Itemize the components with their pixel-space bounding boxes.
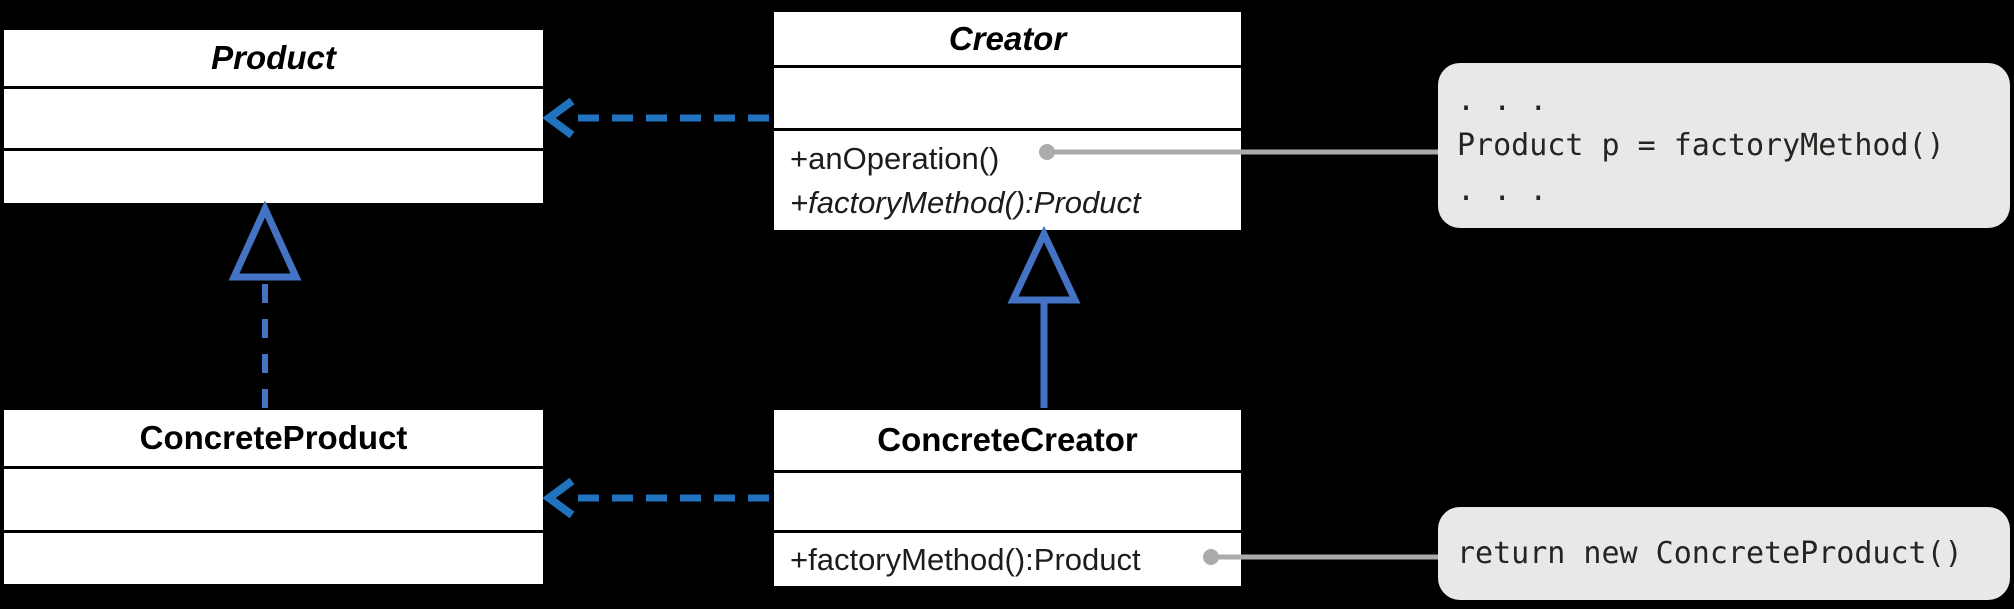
generalization-arrow-concrete-creator-to-creator [1007, 225, 1081, 408]
methods-compartment-concrete-product [4, 530, 543, 584]
code-note-creator-line3: . . . [1457, 173, 1548, 208]
class-title-product: Product [211, 39, 336, 76]
class-box-concrete-product: ConcreteProduct [1, 407, 546, 587]
attributes-compartment-concrete-creator [774, 470, 1241, 530]
method-anoperation: +anOperation() [790, 140, 1000, 176]
class-title-creator: Creator [948, 19, 1067, 57]
class-box-creator: Creator +anOperation() +factoryMethod():… [771, 9, 1244, 233]
realization-triangle [228, 200, 302, 281]
class-box-concrete-creator: ConcreteCreator +factoryMethod():Product [771, 407, 1244, 589]
code-note-concrete-creator: return new ConcreteProduct() [1438, 507, 2010, 600]
dependency-arrow-creator-to-product [542, 97, 771, 139]
method-factorymethod-concrete: +factoryMethod():Product [790, 541, 1141, 577]
class-title-concrete-product: ConcreteProduct [139, 419, 408, 456]
methods-compartment-creator: +anOperation() +factoryMethod():Product [774, 128, 1241, 230]
methods-compartment-product [4, 148, 543, 203]
methods-compartment-concrete-creator: +factoryMethod():Product [774, 530, 1241, 586]
dependency-arrowhead-bottom [542, 477, 575, 519]
generalization-triangle [1007, 225, 1081, 304]
code-note-creator-line2: Product p = factoryMethod() [1457, 128, 1945, 163]
dependency-arrowhead-top [542, 97, 575, 139]
class-title-concrete-creator: ConcreteCreator [877, 421, 1138, 458]
code-note-creator: . . . Product p = factoryMethod() . . . [1438, 63, 2010, 228]
dependency-arrow-concrete-creator-to-concrete-product [542, 477, 771, 519]
realization-arrow-concrete-product-to-product [228, 200, 302, 408]
attributes-compartment-concrete-product [4, 466, 543, 530]
code-note-creator-line1: . . . [1457, 83, 1548, 118]
code-note-concrete-creator-line1: return new ConcreteProduct() [1457, 536, 1963, 571]
method-factorymethod-abstract: +factoryMethod():Product [790, 184, 1141, 220]
class-box-product: Product [1, 27, 546, 206]
attributes-compartment-creator [774, 65, 1241, 128]
attributes-compartment-product [4, 86, 543, 148]
